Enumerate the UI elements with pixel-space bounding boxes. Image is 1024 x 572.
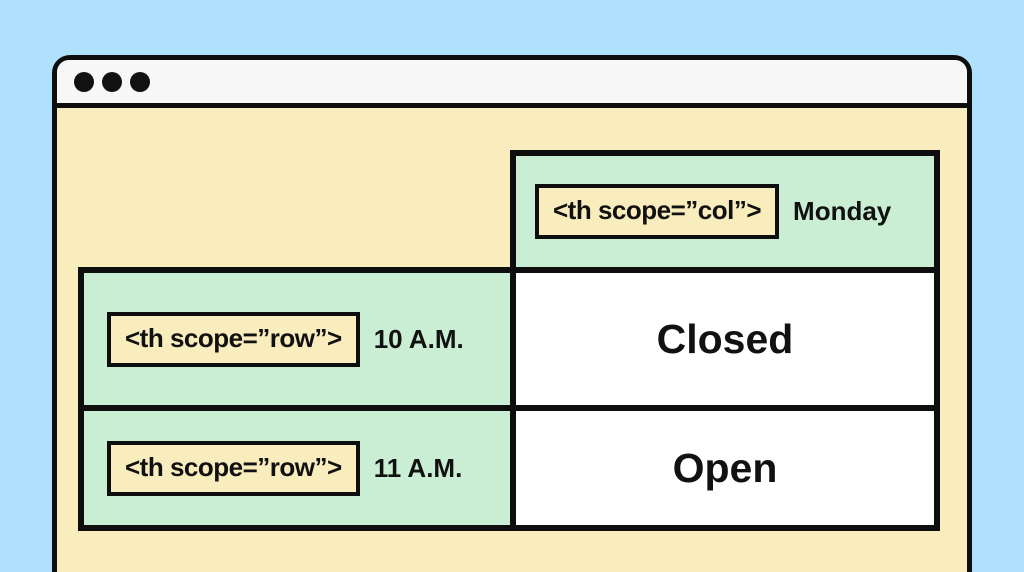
window-control-dot-icon [74, 71, 94, 92]
table-data-cell: Open [510, 405, 940, 531]
window-control-dot-icon [102, 71, 122, 92]
data-cell-value: Open [672, 444, 778, 491]
window-control-dot-icon [130, 71, 150, 92]
code-chip-th-scope-row: <th scope=”row”> [107, 311, 360, 367]
browser-window: <th scope=”col”> Monday <th scope=”row”>… [52, 55, 972, 572]
row-header-label: 10 A.M. [373, 323, 464, 354]
row-header-label: 11 A.M. [373, 452, 463, 483]
code-chip-th-scope-col: <th scope=”col”> [535, 184, 780, 239]
table-data-cell: Closed [510, 267, 940, 411]
data-cell-value: Closed [656, 315, 794, 362]
table-row-header-cell: <th scope=”row”> 10 A.M. [78, 267, 516, 411]
browser-titlebar [57, 60, 967, 108]
table-row-header-cell: <th scope=”row”> 11 A.M. [78, 405, 516, 531]
code-chip-th-scope-row: <th scope=”row”> [107, 440, 360, 496]
table-column-header-cell: <th scope=”col”> Monday [510, 150, 940, 273]
column-header-label: Monday [793, 196, 892, 226]
